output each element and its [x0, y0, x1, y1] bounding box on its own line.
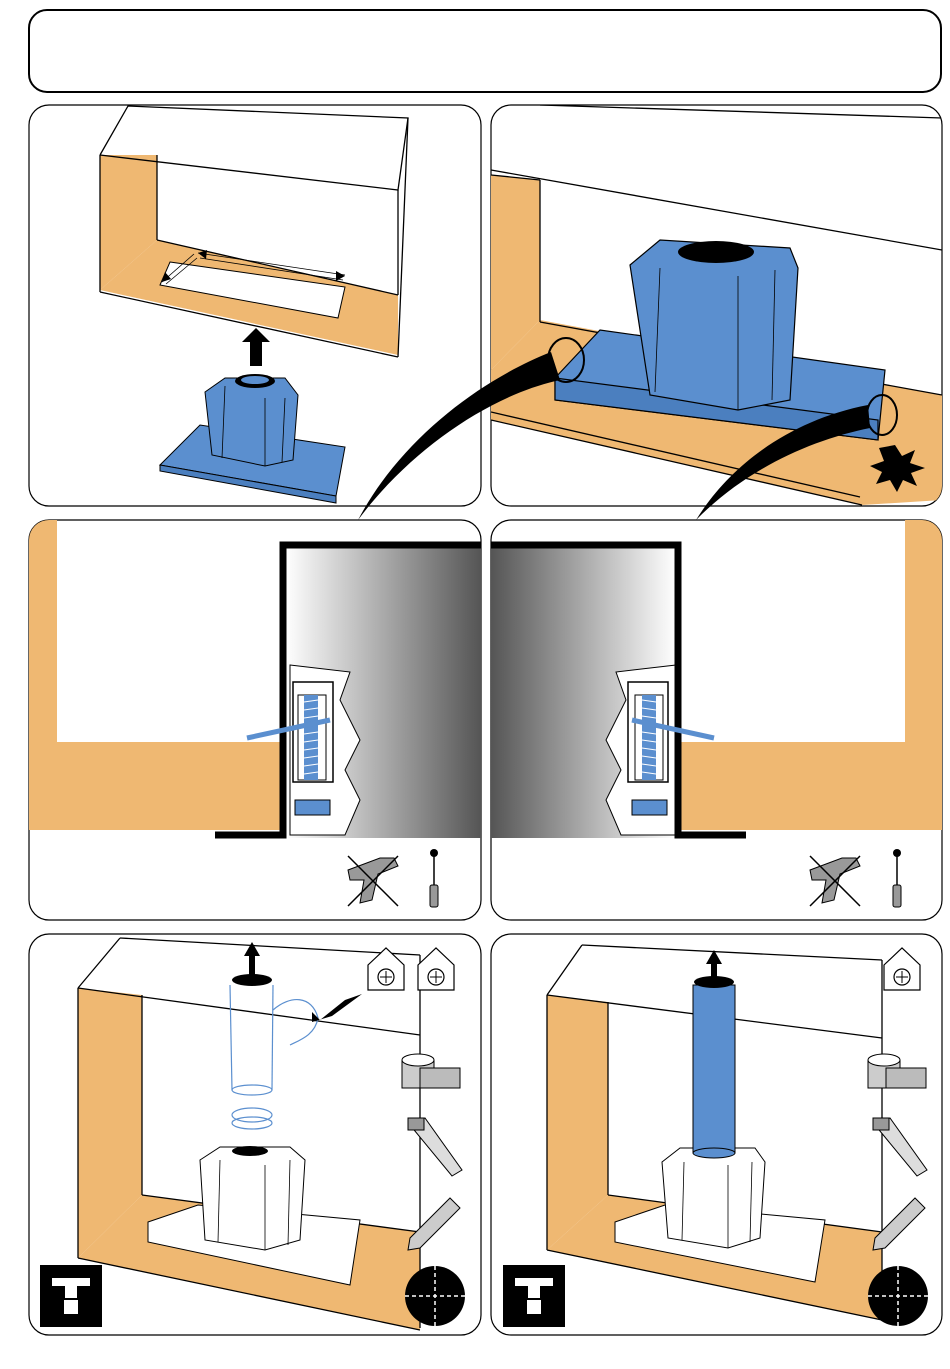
panel-clamp-right	[491, 520, 942, 920]
blue-duct-pipe	[693, 985, 735, 1153]
crosshair-icon	[868, 1266, 928, 1326]
electrical-box-icon	[40, 1265, 102, 1327]
panel-ducting-adapter	[29, 934, 481, 1335]
crosshair-icon	[405, 1266, 465, 1326]
electrical-box-icon	[503, 1265, 565, 1327]
panel-clamp-left	[29, 520, 481, 920]
header-box	[29, 10, 941, 92]
panel-ducting-direct	[491, 934, 942, 1335]
